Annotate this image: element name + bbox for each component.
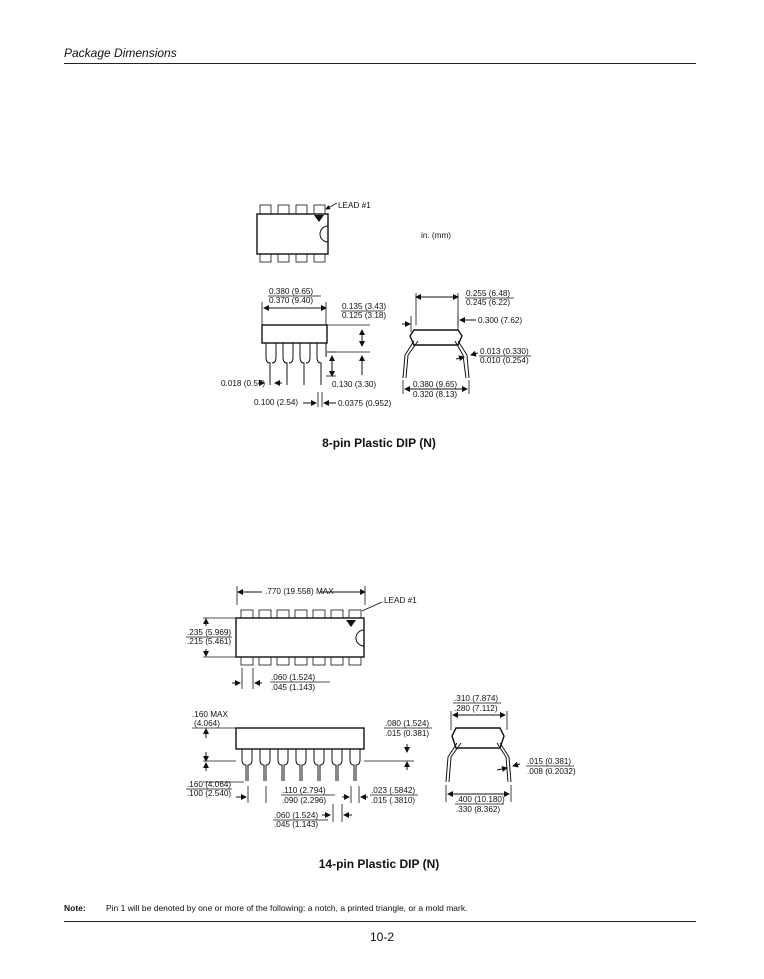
- dimension-label: 0.125 (3.18): [342, 311, 386, 320]
- dimension-label: .015 (.3810): [371, 796, 415, 805]
- dimension-label: .015 (0.381): [527, 757, 571, 766]
- dimension-label: .280 (7.112): [454, 704, 498, 713]
- dimension-label: .330 (8.362): [456, 805, 500, 814]
- dip8-top-view: LEAD #1: [256, 201, 371, 263]
- dimension-label: 0.380 (9.65): [269, 287, 313, 296]
- dip8-lead-label: LEAD #1: [338, 201, 371, 210]
- dimension-label: .110 (2.794): [282, 786, 326, 795]
- dip14-side-pins: [241, 749, 361, 781]
- dimension-label: LEAD #1: [384, 596, 417, 605]
- dimension-label: .060 (1.524): [271, 673, 315, 682]
- dimension-label: 0.130 (3.30): [332, 380, 376, 389]
- dimension-label: 0.245 (6.22): [466, 298, 510, 307]
- dip14-side-view: .160 MAX (4.064) .160 (4.064) .100 (2.54…: [186, 710, 432, 829]
- page-number: 10-2: [369, 930, 395, 944]
- units-note: in. (mm): [421, 231, 451, 240]
- dimension-label: .023 (.5842): [371, 786, 415, 795]
- dip14-end-view: .310 (7.874) .280 (7.112) .015 (0.381) .…: [445, 694, 576, 814]
- dimension-label: .160 MAX: [192, 710, 228, 719]
- dimension-label: 0.255 (6.48): [466, 289, 510, 298]
- dip14-caption: 14-pin Plastic DIP (N): [318, 857, 440, 871]
- dimension-label: 0.0375 (0.952): [338, 399, 392, 408]
- note-label: Note:: [64, 903, 86, 913]
- dimension-label: (4.064): [194, 719, 220, 728]
- dimension-label: .045 (1.143): [274, 820, 318, 829]
- dimension-label: .215 (5.461): [187, 637, 231, 646]
- page-header: Package Dimensions: [64, 46, 177, 60]
- dip8-end-view: 0.255 (6.48) 0.245 (6.22) 0.300 (7.62) 0…: [402, 289, 531, 399]
- dip14-top-pins: [240, 609, 362, 666]
- dimension-label: 0.018 (0.57): [221, 379, 265, 388]
- dip14-top-view: .770 (19.558) MAX LEAD #1: [186, 586, 417, 692]
- dimension-label: .015 (0.381): [385, 729, 429, 738]
- dimension-label: .235 (5.969): [187, 628, 231, 637]
- header-rule: [64, 63, 696, 64]
- dimension-label: .100 (2.540): [187, 789, 231, 798]
- dimension-label: .770 (19.558) MAX: [265, 587, 334, 596]
- dimension-label: .008 (0.2032): [527, 767, 576, 776]
- dip8-side-view: 0.380 (9.65) 0.370 (9.40) 0.135 (3.43) 0…: [221, 287, 392, 408]
- note-text: Pin 1 will be denoted by one or more of …: [106, 903, 468, 913]
- dimension-label: 0.300 (7.62): [478, 316, 522, 325]
- dimension-label: 0.380 (9.65): [413, 380, 457, 389]
- dimension-label: 0.010 (0.254): [480, 356, 529, 365]
- dimension-label: .310 (7.874): [454, 694, 498, 703]
- dimension-label: .060 (1.524): [274, 811, 318, 820]
- dimension-label: .090 (2.296): [282, 796, 326, 805]
- dimension-label: 0.320 (8.13): [413, 390, 457, 399]
- dimension-label: 0.135 (3.43): [342, 302, 386, 311]
- dip8-caption: 8-pin Plastic DIP (N): [322, 436, 436, 450]
- dimension-label: .045 (1.143): [271, 683, 315, 692]
- dimension-label: 0.370 (9.40): [269, 296, 313, 305]
- note: Note: Pin 1 will be denoted by one or mor…: [64, 903, 467, 913]
- dimension-label: 0.013 (0.330): [480, 347, 529, 356]
- dimension-label: .080 (1.524): [385, 719, 429, 728]
- footer-rule: [64, 921, 696, 922]
- dimension-label: .400 (10.180): [456, 795, 505, 804]
- dimension-label: 0.100 (2.54): [254, 398, 298, 407]
- dimension-label: .160 (4.064): [187, 780, 231, 789]
